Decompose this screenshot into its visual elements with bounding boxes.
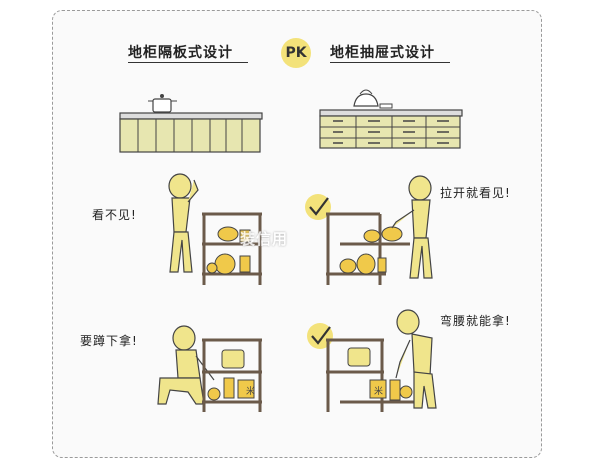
rice-label-right: 米 (374, 385, 383, 397)
shelf-unit-left2 (202, 338, 262, 412)
items-left1 (206, 226, 251, 275)
rice-label-left: 米 (246, 385, 255, 397)
figure-bending-right (395, 309, 437, 409)
caption-left-row1: 看不见! (92, 208, 137, 222)
shelf-unit-right1 (326, 212, 410, 285)
figure-standing-right (391, 175, 433, 279)
left-cabinet-illustration (119, 94, 263, 153)
caption-right-row1: 拉开就看见! (440, 186, 511, 200)
left-title-underline (128, 62, 248, 63)
items-right1 (339, 226, 403, 275)
diagram-frame (52, 10, 542, 458)
items-left2 (207, 349, 255, 401)
left-title: 地柜隔板式设计 (128, 45, 233, 61)
figure-standing-left (168, 173, 199, 273)
right-title-underline (330, 62, 450, 63)
pk-badge: PK (281, 38, 311, 68)
caption-left-row2: 要蹲下拿! (80, 334, 138, 348)
items-right2 (347, 347, 413, 401)
check-icon (305, 194, 331, 220)
shelf-unit-left1 (202, 212, 262, 285)
right-title: 地柜抽屉式设计 (330, 45, 435, 61)
right-cabinet-illustration (319, 89, 463, 149)
figure-squatting-left (157, 325, 215, 405)
caption-right-row2: 弯腰就能拿! (440, 314, 511, 328)
watermark: 装信用 (240, 230, 289, 248)
shelf-unit-right2 (326, 338, 420, 412)
